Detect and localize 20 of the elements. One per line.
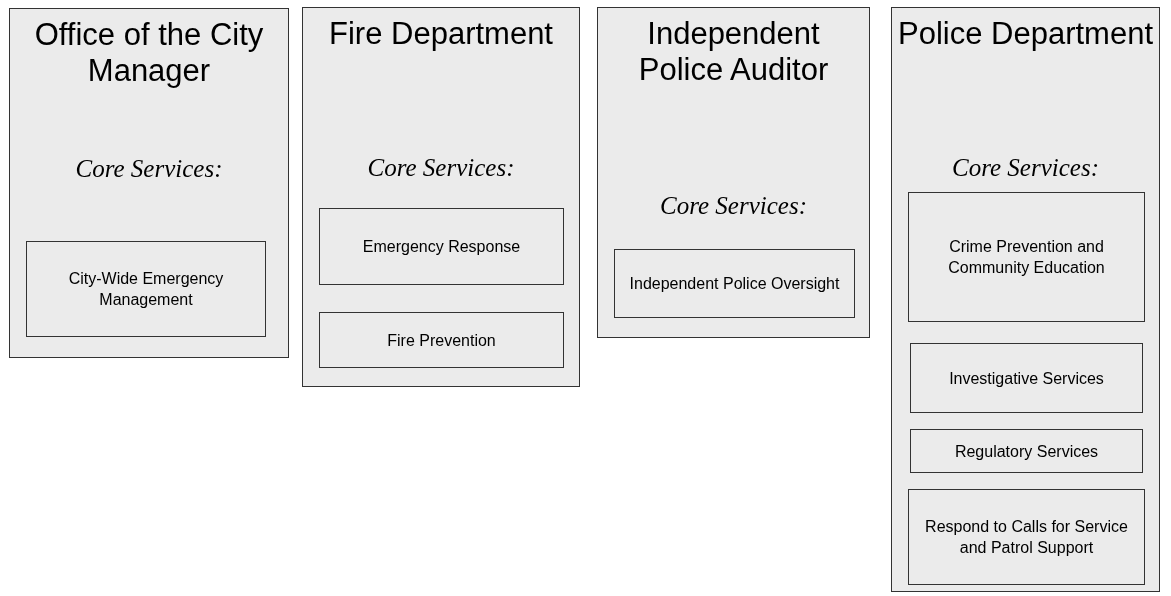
department-panel <box>9 8 289 358</box>
service-box: Respond to Calls for Service and Patrol Support <box>908 489 1145 585</box>
department-panel <box>597 7 870 338</box>
service-box: Crime Prevention and Community Education <box>908 192 1145 322</box>
section-heading: Core Services: <box>659 191 808 221</box>
service-box: Independent Police Oversight <box>614 249 855 318</box>
department-panel <box>891 7 1160 592</box>
service-box: Investigative Services <box>910 343 1143 413</box>
section-heading: Core Services: <box>951 153 1100 183</box>
department-title: Fire Department <box>328 16 554 52</box>
department-panel <box>302 7 580 387</box>
service-box: Regulatory Services <box>910 429 1143 473</box>
section-heading: Core Services: <box>74 154 224 184</box>
department-title: Office of the City Manager <box>33 17 265 89</box>
department-title: Police Department <box>897 16 1154 52</box>
section-heading: Core Services: <box>366 153 516 183</box>
department-title: Independent Police Auditor <box>637 16 830 88</box>
service-box: City-Wide Emergency Management <box>26 241 266 337</box>
service-box: Fire Prevention <box>319 312 564 368</box>
service-box: Emergency Response <box>319 208 564 285</box>
